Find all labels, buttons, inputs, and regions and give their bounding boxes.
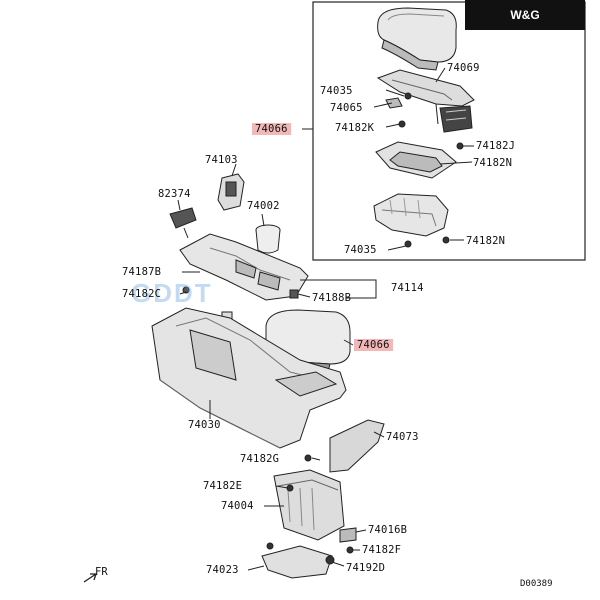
- label-74182N-b: 74182N: [466, 235, 506, 247]
- label-74004: 74004: [221, 500, 254, 512]
- label-74035-b: 74035: [344, 244, 377, 256]
- switch-74103-drawing: [217, 163, 245, 211]
- console-body-74030-drawing: [151, 307, 347, 449]
- inset-base-drawing: [373, 193, 449, 237]
- label-74066-highlight-a: 74066: [252, 123, 291, 135]
- label-74182E: 74182E: [203, 480, 243, 492]
- side-cover-74073-drawing: [329, 419, 385, 473]
- inset-frame: [312, 1, 586, 261]
- brand-logo: W&G: [465, 0, 585, 30]
- inset-lid-drawing: [377, 7, 457, 71]
- front-direction-label: FR: [95, 566, 108, 578]
- label-74114: 74114: [391, 282, 424, 294]
- label-74182J: 74182J: [476, 140, 516, 152]
- front-arrow: [83, 573, 97, 583]
- bracket-74023-drawing: [261, 527, 357, 579]
- label-74182F: 74182F: [362, 544, 402, 556]
- label-74023: 74023: [206, 564, 239, 576]
- label-74182G: 74182G: [240, 453, 280, 465]
- diagram-code: D00389: [520, 579, 553, 589]
- inset-hinge-drawing: [376, 69, 475, 133]
- watermark-text: GDDT: [131, 278, 213, 308]
- label-74187B: 74187B: [122, 266, 162, 278]
- label-74030: 74030: [188, 419, 221, 431]
- label-74016B: 74016B: [368, 524, 408, 536]
- label-74182N-a: 74182N: [473, 157, 513, 169]
- console-upper-panel-drawing: [179, 233, 309, 301]
- label-74002: 74002: [247, 200, 280, 212]
- brand-label: W&G: [510, 8, 540, 22]
- label-74069: 74069: [447, 62, 480, 74]
- inset-leaders: [373, 67, 474, 251]
- label-74073: 74073: [386, 431, 419, 443]
- label-74103: 74103: [205, 154, 238, 166]
- label-74035-a: 74035: [320, 85, 353, 97]
- storage-box-74004-drawing: [273, 454, 345, 541]
- label-74188B: 74188B: [312, 292, 352, 304]
- inset-fasteners: [398, 92, 464, 248]
- label-82374: 82374: [158, 188, 191, 200]
- inset-tray-drawing: [375, 141, 457, 179]
- main-leaders: [179, 271, 385, 571]
- label-74192D: 74192D: [346, 562, 386, 574]
- socket-82374-drawing: [169, 199, 197, 239]
- cupholder-74002-drawing: [255, 213, 281, 254]
- label-74066-highlight-b: 74066: [354, 339, 393, 351]
- label-74182K: 74182K: [335, 122, 375, 134]
- label-74065: 74065: [330, 102, 363, 114]
- label-74182C: 74182C: [122, 288, 162, 300]
